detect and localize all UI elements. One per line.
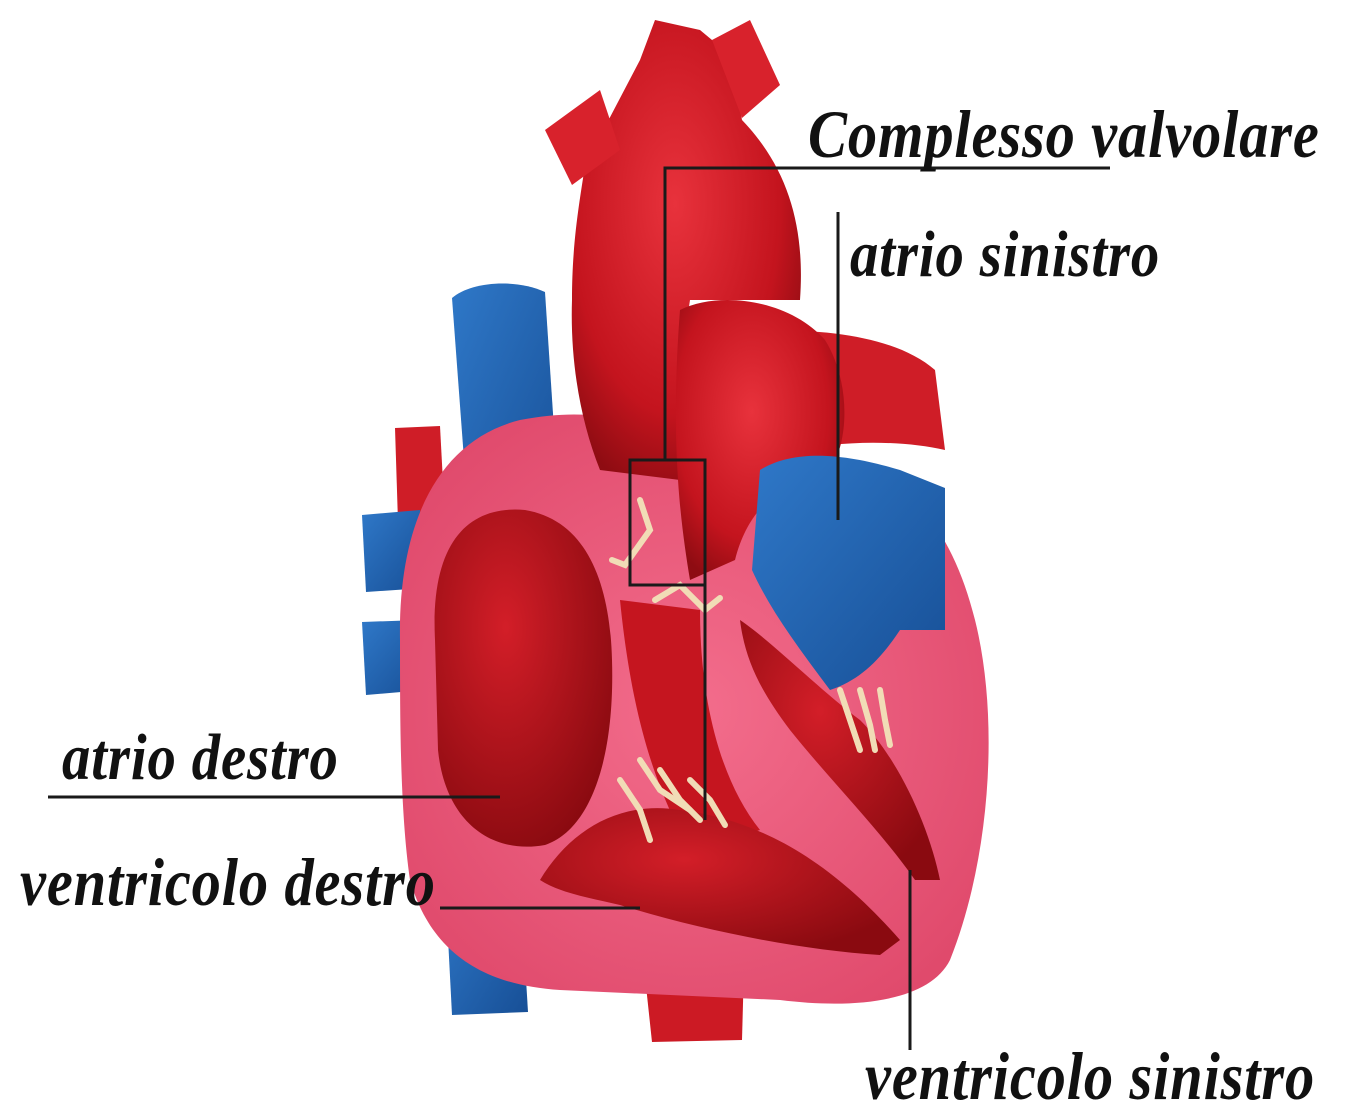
label-atrio-destro: atrio destro xyxy=(62,725,339,791)
label-ventricolo-destro: ventricolo destro xyxy=(20,848,436,916)
label-complesso-valvolare: Complesso valvolare xyxy=(808,100,1320,168)
label-ventricolo-sinistro: ventricolo sinistro xyxy=(865,1042,1315,1110)
label-atrio-sinistro: atrio sinistro xyxy=(850,222,1160,288)
